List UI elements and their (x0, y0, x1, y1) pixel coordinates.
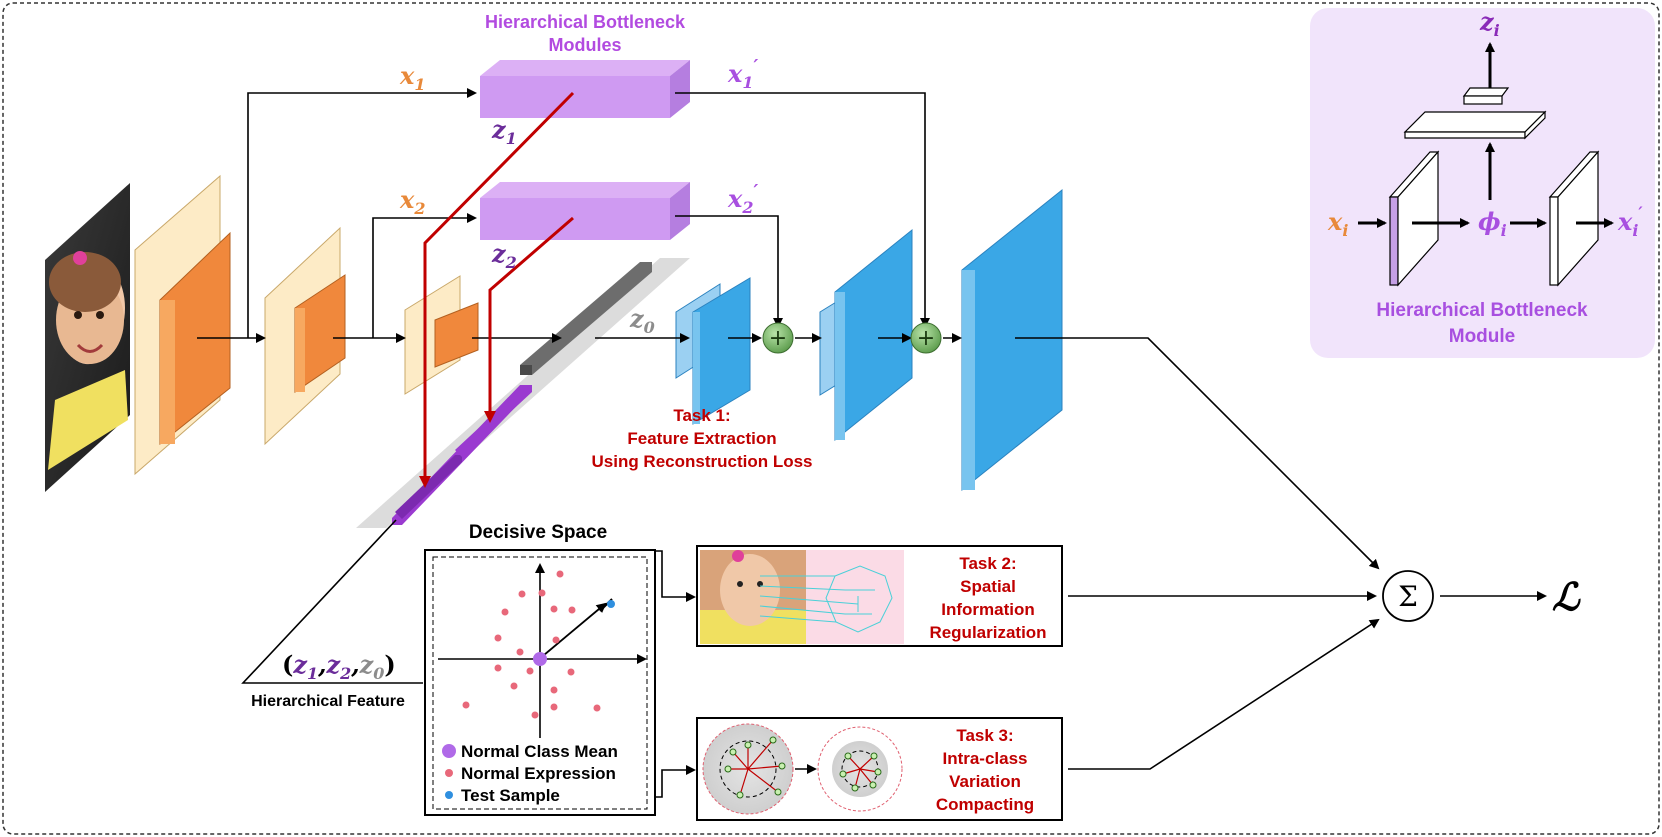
encoder-block-3 (404, 275, 479, 395)
task3-line1: Task 3: (956, 726, 1013, 745)
task2-panel: Task 2: Spatial Information Regularizati… (696, 545, 1063, 647)
decoder-block-2 (819, 228, 913, 442)
z2-red-arrow (484, 216, 574, 423)
decoder-block-1 (675, 277, 751, 425)
task3-line4: Compacting (936, 795, 1034, 814)
module-phi-label: ϕi (1478, 207, 1507, 240)
task2-line1: Task 2: (959, 554, 1016, 573)
z2-label: z2 (491, 239, 517, 272)
decoder-block-3 (961, 188, 1063, 492)
add-node-1: + (762, 322, 794, 354)
task1-line2: Feature Extraction (627, 429, 776, 448)
task2-line3: Information (941, 600, 1035, 619)
hbm-title-line2: Modules (548, 35, 621, 55)
module-xip-label: xi′ (1617, 203, 1643, 240)
encoder-block-1 (134, 174, 231, 476)
legend-mean: Normal Class Mean (461, 742, 618, 761)
input-face-image (45, 183, 130, 492)
x2-prime-label: x2′ (727, 181, 758, 217)
z1-label: z1 (491, 115, 517, 148)
svg-text:Σ: Σ (1398, 580, 1418, 613)
z0-label: z0 (629, 304, 655, 337)
encoder-block-2 (264, 226, 346, 446)
add-node-2: + (910, 322, 942, 354)
module-title-line1: Hierarchical Bottleneck (1376, 300, 1588, 321)
task1-line3: Using Reconstruction Loss (591, 452, 812, 471)
module-zi-label: zi (1479, 7, 1500, 40)
hbm-title-line1: Hierarchical Bottleneck (485, 12, 686, 32)
svg-text:+: + (917, 326, 935, 351)
x1-prime-label: x1′ (727, 56, 758, 92)
bottleneck-module-2 (480, 182, 690, 240)
task3-line2: Intra-class (942, 749, 1027, 768)
module-title-line2: Module (1449, 326, 1516, 347)
loss-symbol: ℒ (1552, 574, 1581, 619)
task1-line1: Task 1: (673, 406, 730, 425)
task2-line4: Regularization (929, 623, 1046, 642)
legend-expression: Normal Expression (461, 764, 616, 783)
module-panel: zi xi ϕi xi′ Hierarchical Bottleneck Mod… (1310, 7, 1655, 358)
task3-panel: Task 3: Intra-class Variation Compacting (696, 717, 1063, 821)
hier-feature-tuple: (z1,z2,z0) (282, 650, 396, 683)
hier-feature-label: Hierarchical Feature (251, 693, 405, 710)
decisive-space-panel: Normal Class Mean Normal Expression Test… (424, 549, 656, 816)
task3-line3: Variation (949, 772, 1021, 791)
svg-text:+: + (769, 326, 787, 351)
module-xi-label: xi (1327, 207, 1348, 240)
legend-test: Test Sample (461, 786, 560, 805)
x1-label: x1 (399, 61, 425, 94)
decisive-space-title: Decisive Space (469, 522, 607, 543)
x2-label: x2 (399, 185, 425, 218)
bottleneck-module-1 (480, 60, 690, 118)
z1-red-arrow (419, 91, 575, 488)
task2-line2: Spatial (960, 577, 1016, 596)
sum-node: Σ (1382, 570, 1434, 622)
